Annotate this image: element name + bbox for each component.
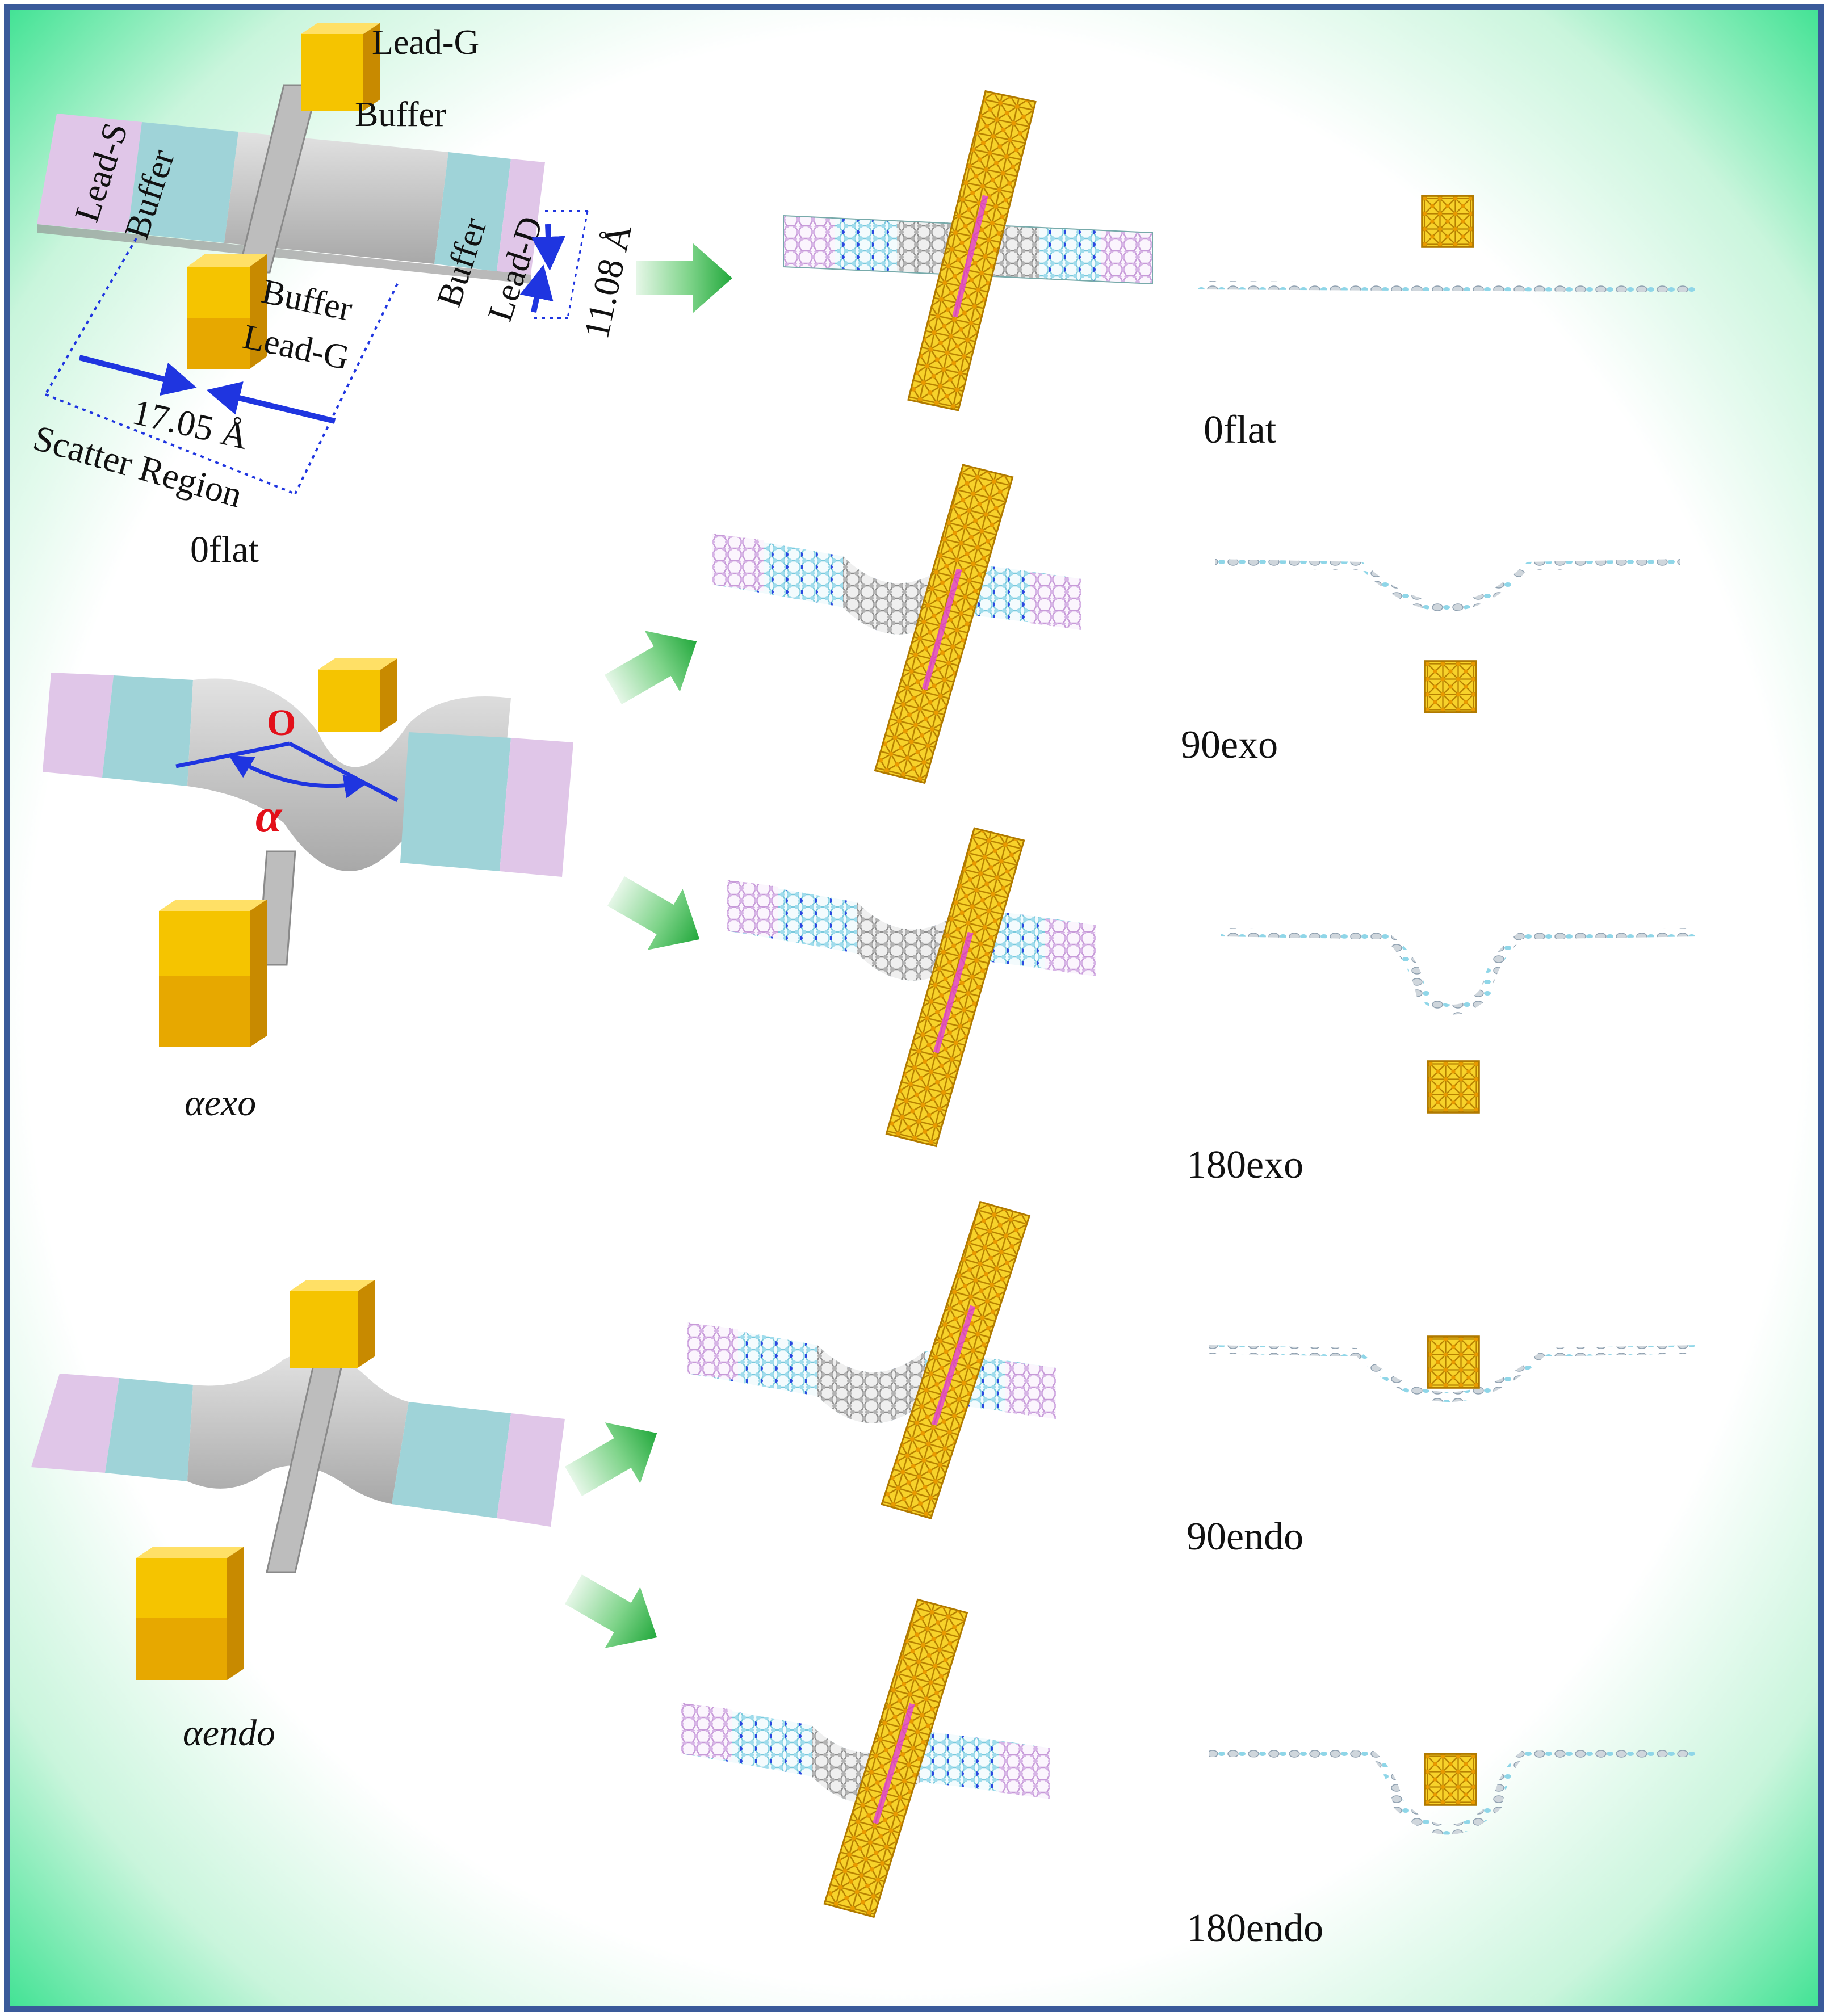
exo-origin-label: O [267,702,296,744]
length-arrow-left [78,355,197,396]
exo-angle-arc [228,755,368,799]
structure-0flat: 0flat [783,87,1697,452]
structure-180exo-label: 180exo [1186,1143,1303,1187]
buffer-left-region [128,122,238,243]
exo-buffer-left [102,675,193,786]
0flat-side-chain [1198,281,1697,292]
schematic-endo: αendo [31,1280,565,1754]
schematic-flat: Lead-G Buffer Lead-S Buffer Buffer Lead-… [29,23,639,570]
exo-angle-label: α [255,789,283,842]
endo-gold-top [290,1280,375,1368]
structure-90exo-label: 90exo [1181,723,1278,767]
endo-lead-left [31,1374,119,1473]
180endo-side-cluster [1424,1753,1477,1806]
label-buffer-top: Buffer [355,95,446,134]
endo-gold-bottom [136,1547,244,1680]
180exo-side-chain [1221,928,1697,1015]
schematic-exo: O α αexo [43,658,573,1124]
structure-90endo: 90endo [687,1198,1697,1559]
structure-180exo: 180exo [727,824,1697,1187]
0flat-side-cluster [1421,195,1474,248]
exo-buffer-right [400,732,511,871]
width-arrow-lower [519,264,554,313]
structure-180endo-label: 180endo [1186,1906,1323,1950]
figure-frame [4,4,1824,2012]
exo-lead-right [500,738,573,877]
90endo-side-chain [1209,1345,1697,1402]
lead-g-top-block [301,23,380,111]
endo-lead-right [497,1413,565,1527]
endo-bent-ribbon [187,1352,409,1504]
exo-angle-ray-left [175,741,290,768]
structure-90exo: 90exo [712,461,1680,787]
90endo-side-cluster [1427,1335,1480,1389]
90exo-side-cluster [1424,660,1477,713]
structure-0flat-label: 0flat [1204,408,1277,452]
180exo-side-cluster [1427,1060,1480,1114]
caption-schematic-flat: 0flat [190,529,259,570]
lead-g-bottom-block [187,254,267,369]
width-arrow-upper [531,224,565,271]
endo-buffer-left [105,1378,193,1481]
endo-buffer-right [392,1402,511,1518]
exo-gold-top [318,658,397,732]
exo-lead-left [43,673,114,778]
90exo-side-chain [1215,559,1680,612]
exo-gold-bottom [159,900,267,1047]
caption-schematic-exo: αexo [185,1082,256,1124]
lead-s-region [37,114,142,233]
structure-180endo: 180endo [681,1595,1697,1950]
label-lead-g-top: Lead-G [372,23,479,62]
buffer-right-region [434,152,511,271]
length-arrow-right [206,381,336,424]
structure-90endo-label: 90endo [1186,1515,1303,1559]
180endo-side-chain [1209,1748,1697,1835]
caption-schematic-endo: αendo [183,1712,275,1754]
